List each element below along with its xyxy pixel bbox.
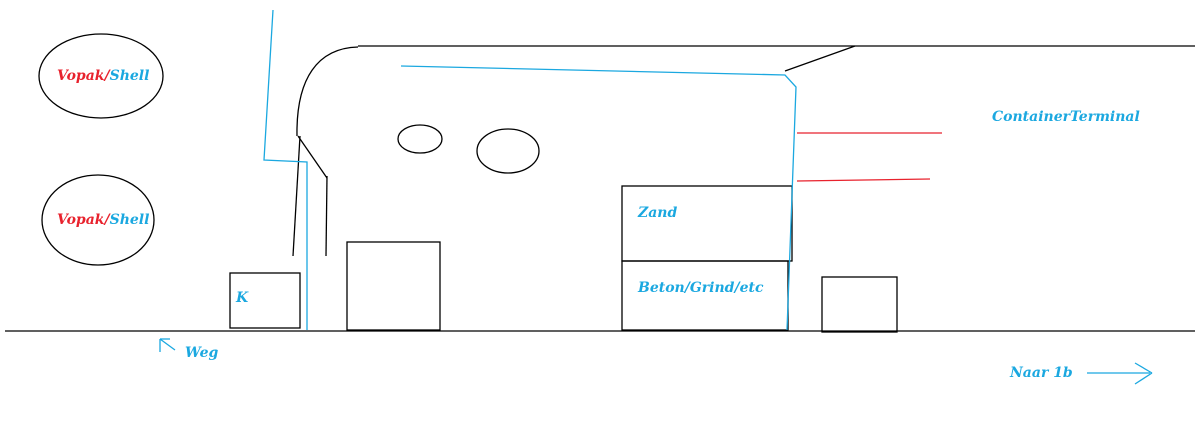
road-label: Weg (185, 345, 219, 361)
tank-ellipse-top (38, 33, 164, 119)
tank-separator-text: / (104, 212, 110, 228)
container-terminal-label: ContainerTerminal (992, 109, 1140, 125)
quay-curve (296, 46, 359, 137)
tank-separator-text: / (104, 68, 110, 84)
red-line-bottom (796, 178, 931, 182)
k-label: K (236, 290, 249, 306)
pier-line-left (292, 135, 301, 257)
sand-box (621, 185, 793, 262)
sand-label: Zand (638, 205, 678, 221)
blue-boundary-top (400, 65, 797, 331)
concrete-label: Beton/Grind/etc (638, 280, 764, 296)
tank-company-text: Vopak (57, 212, 105, 228)
small-ellipse-left (397, 124, 443, 154)
road-arrow-icon (159, 338, 176, 352)
blue-boundary-left (263, 9, 308, 330)
building-box (346, 241, 441, 331)
quay-slant (297, 135, 328, 179)
right-arrow-icon (1087, 362, 1153, 385)
small-box-right (821, 276, 898, 333)
tank-label-top: Vopak/Shell (57, 69, 149, 83)
tank-ellipse-bottom (41, 174, 155, 266)
tank-partner-text: Shell (109, 212, 150, 228)
quay-diagonal (784, 45, 856, 72)
tank-partner-text: Shell (109, 68, 150, 84)
k-box (229, 272, 301, 329)
pier-line-right (325, 175, 328, 257)
tank-company-text: Vopak (57, 68, 105, 84)
to-1b-label: Naar 1b (1010, 365, 1073, 381)
small-ellipse-right (476, 128, 540, 174)
tank-label-bottom: Vopak/Shell (57, 213, 149, 227)
